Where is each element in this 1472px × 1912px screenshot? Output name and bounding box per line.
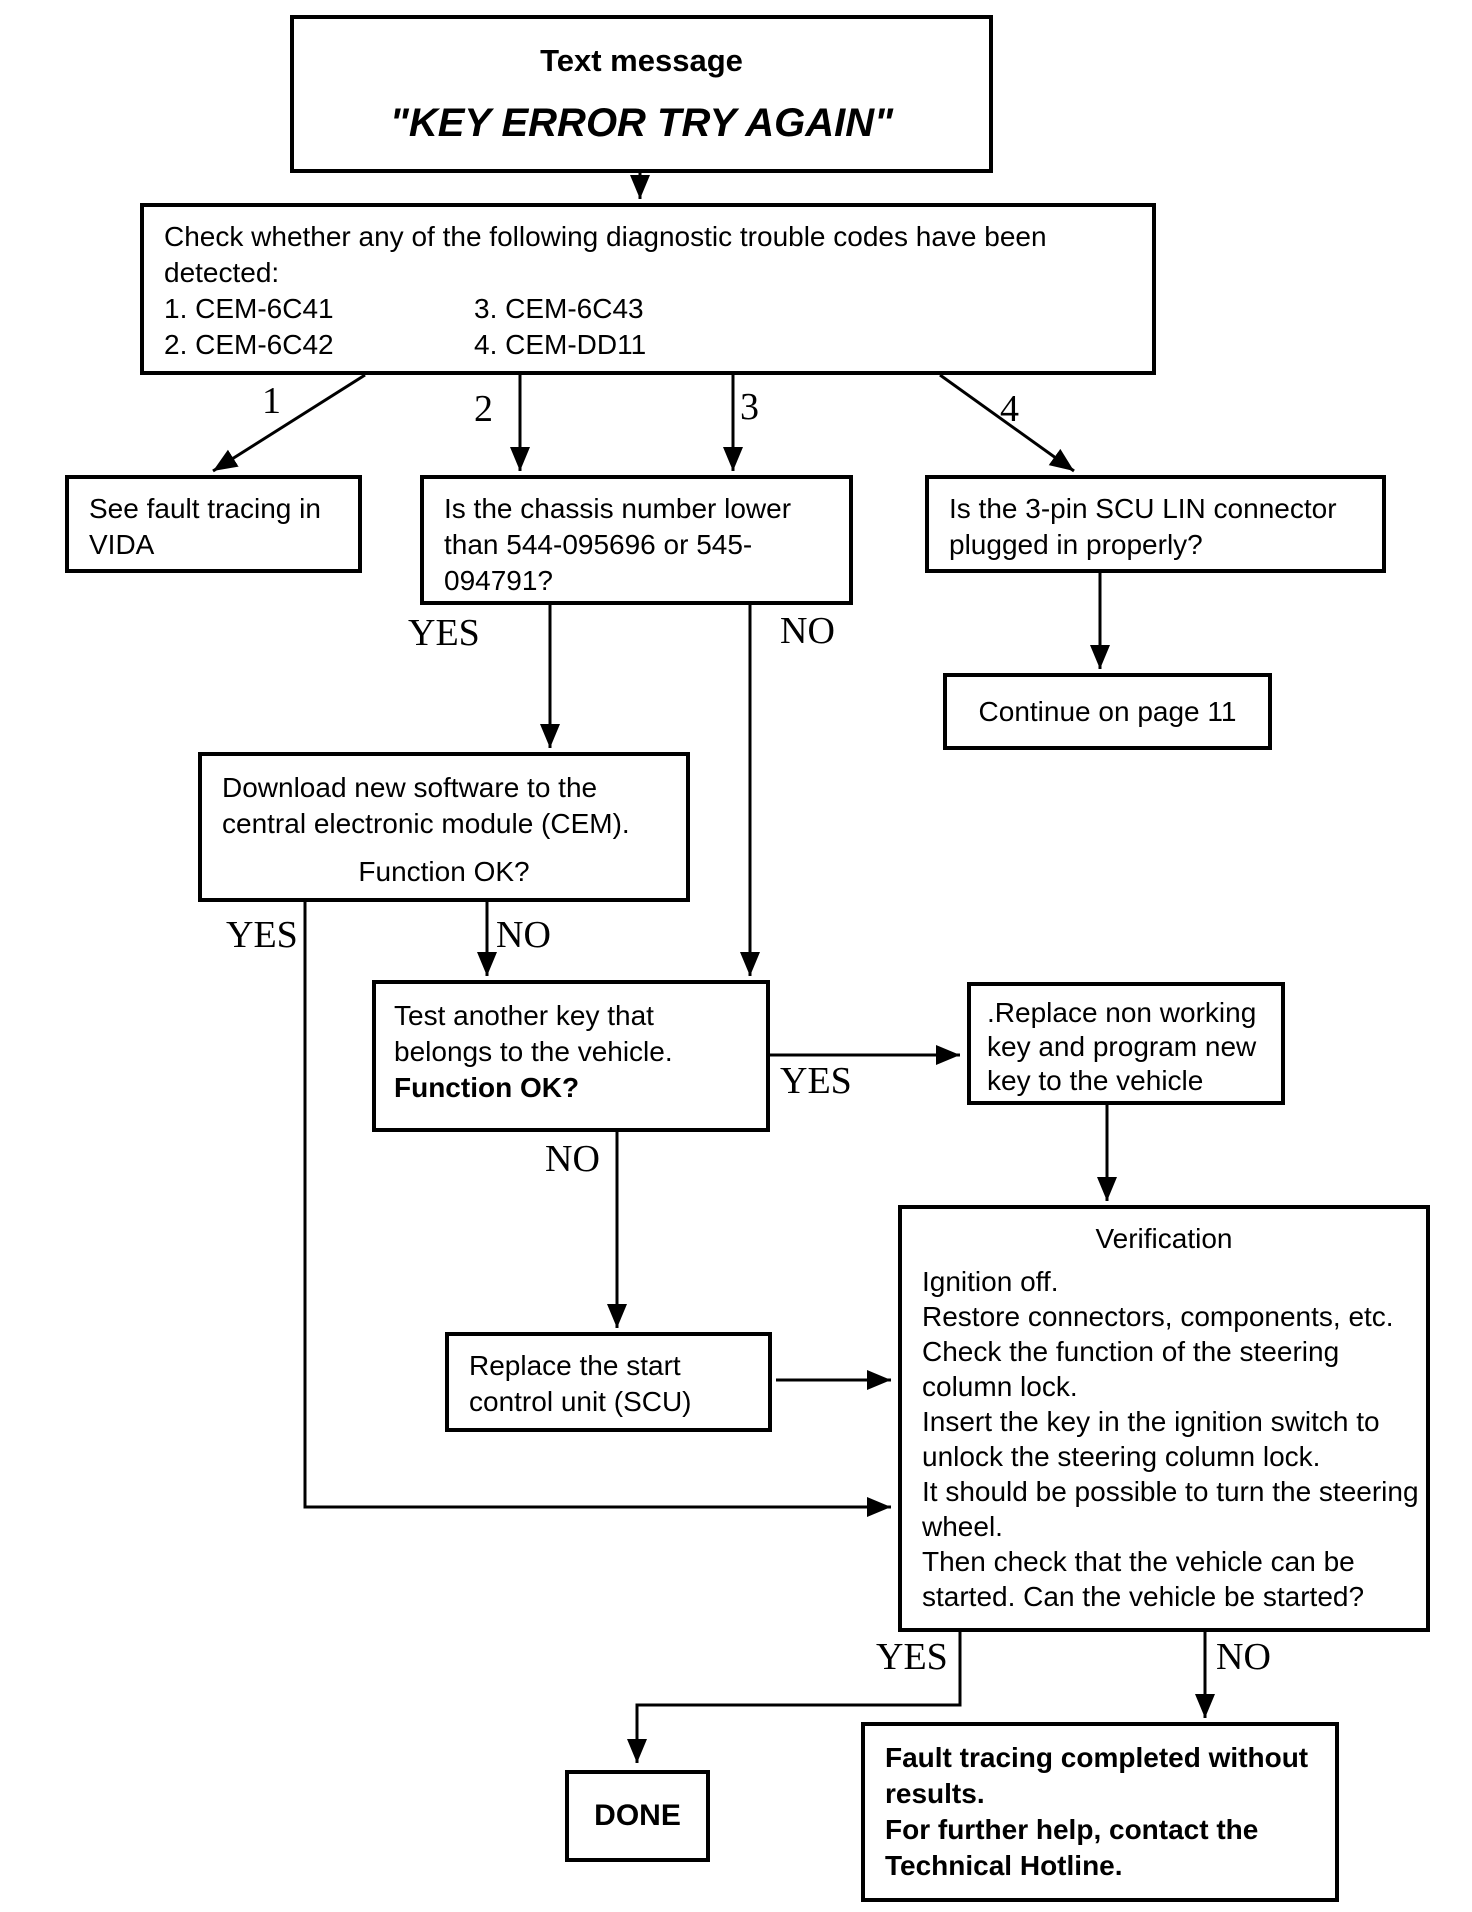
- branch-label-4: 4: [1000, 388, 1019, 430]
- chassis-number-box: Is the chassis number lower than 544-095…: [420, 475, 853, 605]
- replacekey-line: key to the vehicle: [987, 1065, 1204, 1096]
- fault-line: Fault tracing completed without: [885, 1742, 1309, 1773]
- dtc-code-row: 1. CEM-6C41 3. CEM-6C43: [164, 291, 1132, 327]
- chassis-line: Is the chassis number lower: [444, 493, 792, 524]
- testkey-question: Function OK?: [394, 1072, 580, 1103]
- verification-line: Ignition off.: [922, 1266, 1059, 1297]
- testkey-line: Test another key that: [394, 1000, 654, 1031]
- scu-line: Replace the start: [469, 1350, 681, 1381]
- dtc-code: 3. CEM-6C43: [474, 293, 644, 324]
- verification-line: unlock the steering column lock.: [922, 1441, 1321, 1472]
- edge-label-download-yes: YES: [226, 914, 298, 956]
- dtc-code: 1. CEM-6C41: [164, 293, 334, 324]
- dtc-code: 2. CEM-6C42: [164, 329, 334, 360]
- sculin-line: plugged in properly?: [949, 529, 1203, 560]
- fault-line: Technical Hotline.: [885, 1850, 1123, 1881]
- dtc-code: 4. CEM-DD11: [474, 329, 647, 360]
- fault-line: For further help, contact the: [885, 1814, 1259, 1845]
- branch-label-1: 1: [262, 380, 281, 422]
- done-box: DONE: [565, 1770, 710, 1862]
- branch-label-3: 3: [740, 386, 759, 428]
- fault-line: results.: [885, 1778, 985, 1809]
- verification-line: Then check that the vehicle can be: [922, 1546, 1355, 1577]
- dtc-intro-line: Check whether any of the following diagn…: [164, 221, 1047, 252]
- text-message-heading: Text message: [540, 43, 743, 78]
- dtc-intro-line: detected:: [164, 257, 280, 288]
- chassis-line: 094791?: [444, 565, 554, 596]
- done-text: DONE: [594, 1799, 681, 1832]
- download-software-box: Download new software to the central ele…: [198, 752, 690, 902]
- verification-line: column lock.: [922, 1371, 1078, 1402]
- scu-lin-connector-box: Is the 3-pin SCU LIN connector plugged i…: [925, 475, 1386, 573]
- replacekey-line: .Replace non working: [987, 997, 1257, 1028]
- edge-label-download-no: NO: [496, 914, 551, 956]
- edge-label-verification-no: NO: [1216, 1636, 1271, 1678]
- continue-text: Continue on page 11: [978, 695, 1237, 727]
- chassis-line: than 544-095696 or 545-: [444, 529, 753, 560]
- vida-box: See fault tracing in VIDA: [65, 475, 362, 573]
- key-error-message: "KEY ERROR TRY AGAIN": [389, 101, 894, 145]
- replace-scu-box: Replace the start control unit (SCU): [445, 1332, 772, 1432]
- verification-line: Check the function of the steering: [922, 1336, 1340, 1367]
- dtc-code-row: 2. CEM-6C42 4. CEM-DD11: [164, 327, 1132, 363]
- replace-key-box: .Replace non working key and program new…: [967, 982, 1285, 1105]
- replacekey-line: key and program new: [987, 1031, 1257, 1062]
- edge-label-verification-yes: YES: [876, 1636, 948, 1678]
- edge-label-testkey-no: NO: [545, 1138, 600, 1180]
- download-line: Download new software to the: [222, 772, 598, 803]
- dtc-check-box: Check whether any of the following diagn…: [140, 203, 1156, 375]
- branch-label-2: 2: [474, 388, 493, 430]
- verification-box: Verification Ignition off. Restore conne…: [898, 1205, 1430, 1632]
- verification-line: Insert the key in the ignition switch to: [922, 1406, 1380, 1437]
- verification-line: started. Can the vehicle be started?: [922, 1581, 1365, 1612]
- verification-title: Verification: [1095, 1223, 1233, 1254]
- download-question: Function OK?: [358, 856, 530, 887]
- fault-tracing-completed-box: Fault tracing completed without results.…: [861, 1722, 1339, 1902]
- scu-line: control unit (SCU): [469, 1386, 692, 1417]
- verification-line: wheel.: [922, 1511, 1003, 1542]
- vida-line: VIDA: [89, 529, 155, 560]
- verification-line: Restore connectors, components, etc.: [922, 1301, 1394, 1332]
- testkey-line: belongs to the vehicle.: [394, 1036, 673, 1067]
- text-message-box: Text message "KEY ERROR TRY AGAIN": [290, 15, 993, 173]
- vida-line: See fault tracing in: [89, 493, 321, 524]
- verification-line: It should be possible to turn the steeri…: [922, 1476, 1419, 1507]
- continue-page-11-box: Continue on page 11: [943, 673, 1272, 750]
- download-line: central electronic module (CEM).: [222, 808, 630, 839]
- sculin-line: Is the 3-pin SCU LIN connector: [949, 493, 1337, 524]
- edge-label-chassis-yes: YES: [408, 612, 480, 654]
- edge-label-testkey-yes: YES: [780, 1060, 852, 1102]
- test-another-key-box: Test another key that belongs to the veh…: [372, 980, 770, 1132]
- edge-label-chassis-no: NO: [780, 610, 835, 652]
